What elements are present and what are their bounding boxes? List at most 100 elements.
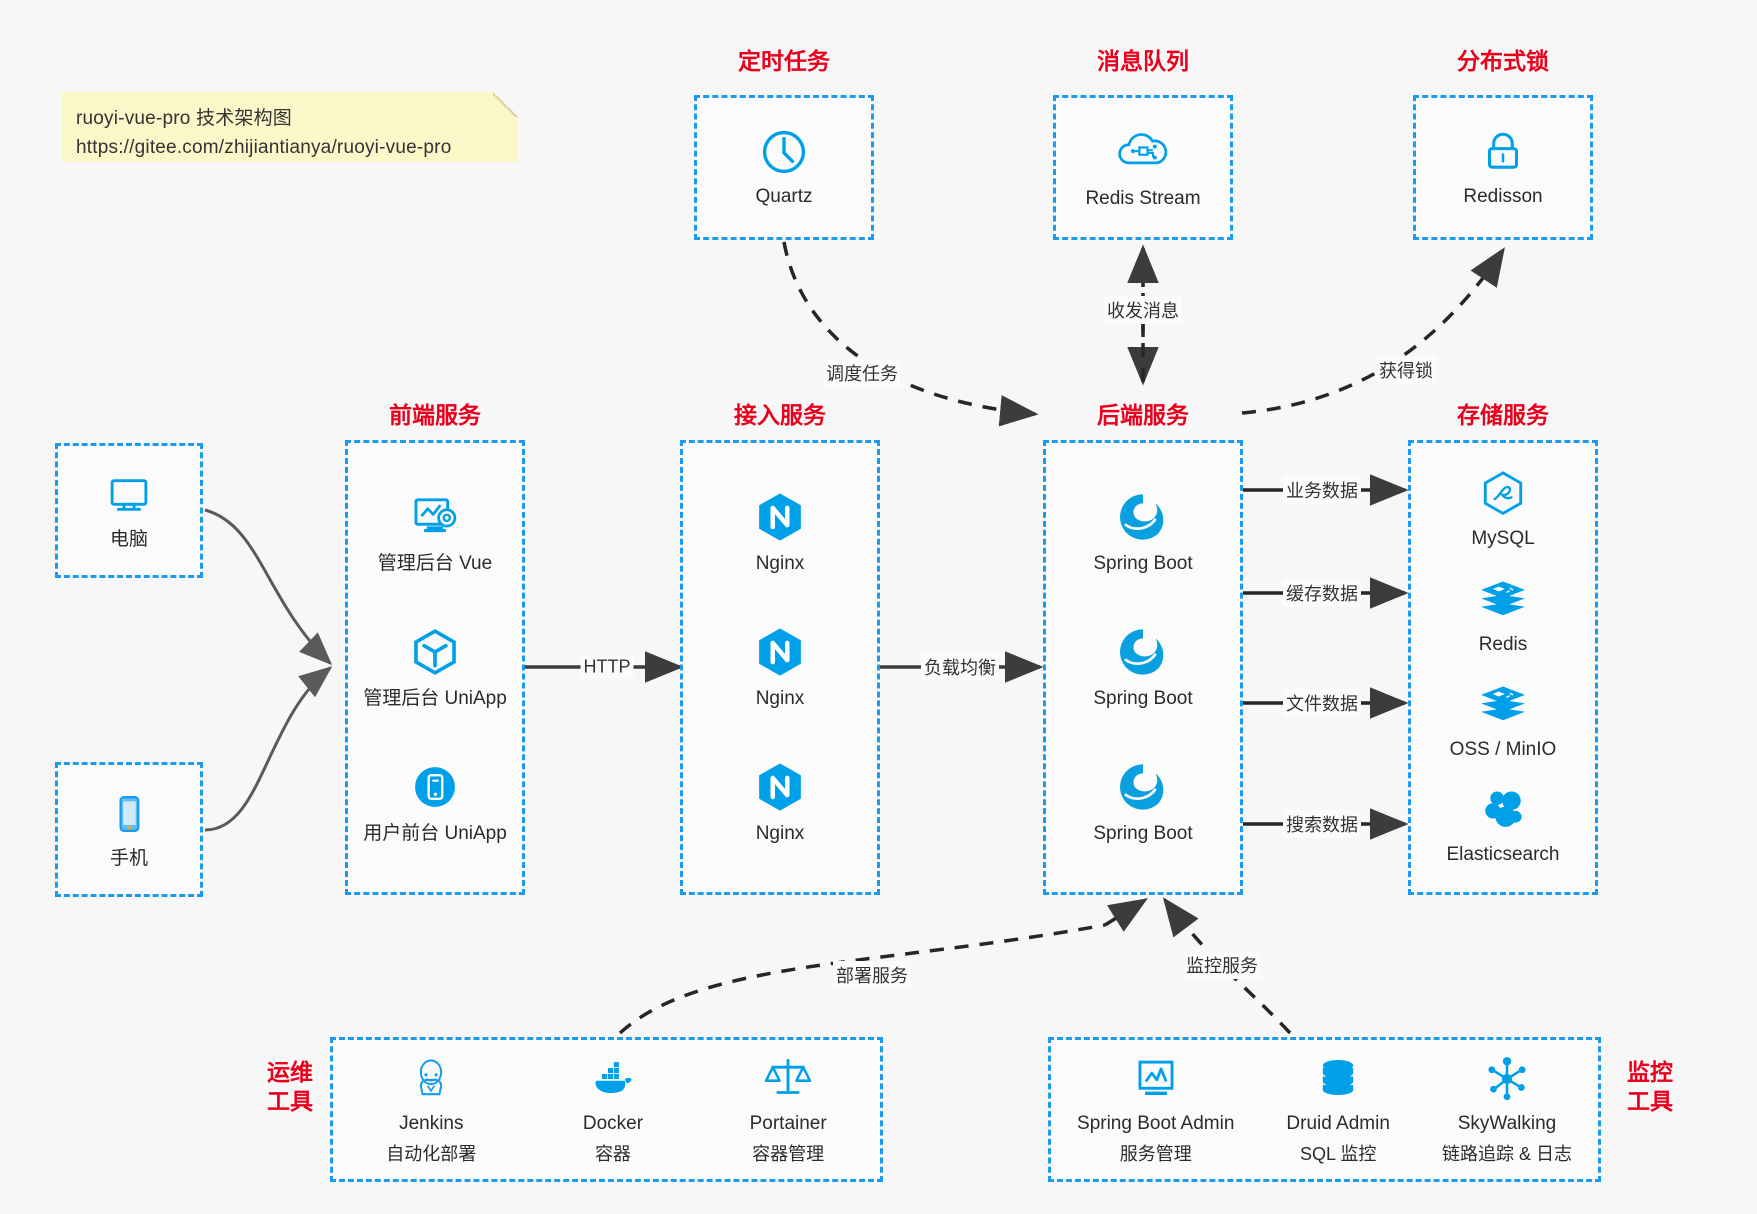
cloud-stream-icon bbox=[1118, 133, 1168, 165]
node-label: Spring Boot bbox=[1093, 553, 1193, 575]
desktop-icon bbox=[110, 479, 148, 511]
edge-label-file-data: 文件数据 bbox=[1283, 689, 1361, 717]
spring-icon bbox=[1120, 629, 1164, 675]
node-admin-uniapp[interactable]: 管理后台 UniApp bbox=[363, 623, 507, 712]
node-label: Spring Boot bbox=[1093, 688, 1193, 710]
node-redisson[interactable]: Redisson bbox=[1463, 125, 1543, 210]
diagram-note: ruoyi-vue-pro 技术架构图 https://gitee.com/zh… bbox=[62, 92, 518, 162]
node-label: 手机 bbox=[109, 848, 148, 870]
group-title-storage: 存储服务 bbox=[1457, 402, 1549, 428]
node-oss-minio[interactable]: OSS / MinIO bbox=[1449, 678, 1557, 763]
group-title-frontend: 前端服务 bbox=[389, 402, 481, 428]
edge-label-biz-data: 业务数据 bbox=[1283, 476, 1361, 504]
node-label: Docker bbox=[582, 1113, 644, 1135]
group-title-monitor-line2: 工具 bbox=[1627, 1087, 1673, 1114]
lock-icon bbox=[1487, 132, 1519, 169]
group-title-mq: 消息队列 bbox=[1097, 48, 1189, 74]
spring-icon bbox=[1120, 494, 1164, 540]
edge-label-get-lock: 获得锁 bbox=[1376, 356, 1436, 384]
group-title-scheduler: 定时任务 bbox=[738, 48, 830, 74]
group-title-lock: 分布式锁 bbox=[1457, 48, 1549, 74]
node-label: Elasticsearch bbox=[1446, 844, 1560, 866]
node-label: Redis Stream bbox=[1085, 188, 1201, 210]
node-sublabel: 容器管理 bbox=[752, 1144, 825, 1165]
node-user-uniapp[interactable]: 用户前台 UniApp bbox=[363, 758, 507, 847]
node-sublabel: 链路追踪 & 日志 bbox=[1441, 1144, 1572, 1165]
node-label: Spring Boot Admin bbox=[1077, 1113, 1235, 1135]
node-label: OSS / MinIO bbox=[1449, 738, 1557, 760]
nginx-icon bbox=[759, 628, 801, 676]
group-gateway: Nginx Nginx Nginx bbox=[680, 440, 880, 895]
node-spring-boot-3[interactable]: Spring Boot bbox=[1093, 758, 1193, 847]
node-label: Spring Boot bbox=[1093, 823, 1193, 845]
node-mysql[interactable]: MySQL bbox=[1471, 467, 1535, 552]
node-elasticsearch[interactable]: Elasticsearch bbox=[1447, 783, 1560, 868]
jenkins-icon bbox=[420, 1059, 443, 1096]
node-admin-vue[interactable]: 管理后台 Vue bbox=[378, 488, 492, 577]
group-title-monitor: 监控 工具 bbox=[1610, 1058, 1690, 1116]
group-client-phone: 手机 bbox=[55, 762, 203, 897]
node-phone[interactable]: 手机 bbox=[102, 787, 156, 872]
node-label: Druid Admin bbox=[1286, 1113, 1390, 1135]
edge-label-search-data: 搜索数据 bbox=[1283, 810, 1361, 838]
node-druid-admin[interactable]: Druid Admin SQL 监控 bbox=[1286, 1052, 1390, 1166]
node-jenkins[interactable]: Jenkins 自动化部署 bbox=[386, 1052, 476, 1166]
node-sublabel: 容器 bbox=[594, 1144, 631, 1165]
group-title-devops-line2: 工具 bbox=[267, 1087, 313, 1114]
node-sublabel: 服务管理 bbox=[1119, 1144, 1192, 1165]
edge-label-load-balance: 负载均衡 bbox=[921, 653, 999, 681]
node-quartz[interactable]: Quartz bbox=[755, 125, 813, 210]
edge-label-mq-message: 收发消息 bbox=[1104, 296, 1182, 324]
group-backend: Spring Boot Spring Boot Spring Boot bbox=[1043, 440, 1243, 895]
spring-icon bbox=[1120, 764, 1164, 810]
node-label: 电脑 bbox=[109, 529, 148, 551]
elasticsearch-icon bbox=[1485, 791, 1522, 827]
node-docker[interactable]: Docker 容器 bbox=[583, 1052, 643, 1166]
node-label: Portainer bbox=[749, 1113, 827, 1135]
node-nginx-2[interactable]: Nginx bbox=[751, 623, 809, 712]
node-skywalking[interactable]: SkyWalking 链路追踪 & 日志 bbox=[1442, 1052, 1572, 1166]
note-line-1: ruoyi-vue-pro 技术架构图 bbox=[76, 108, 293, 129]
node-spring-boot-admin[interactable]: Spring Boot Admin 服务管理 bbox=[1077, 1052, 1234, 1166]
node-label: Redis bbox=[1478, 633, 1528, 655]
group-title-monitor-line1: 监控 bbox=[1627, 1059, 1673, 1085]
group-mq: Redis Stream bbox=[1053, 95, 1233, 240]
group-frontend: 管理后台 Vue 管理后台 UniApp 用户前台 UniApp bbox=[345, 440, 525, 895]
group-devops: Jenkins 自动化部署 Docker 容器 Portainer 容 bbox=[330, 1037, 883, 1182]
group-lock: Redisson bbox=[1413, 95, 1593, 240]
node-redis-stream[interactable]: Redis Stream bbox=[1085, 123, 1201, 212]
node-sublabel: 自动化部署 bbox=[386, 1144, 477, 1165]
node-label: MySQL bbox=[1471, 528, 1535, 550]
node-label: Jenkins bbox=[399, 1113, 464, 1135]
node-label: 管理后台 UniApp bbox=[363, 688, 507, 710]
node-label: Nginx bbox=[755, 553, 805, 575]
group-storage: MySQL Redis OSS / MinIO bbox=[1408, 440, 1598, 895]
note-fold-corner bbox=[493, 92, 518, 117]
node-nginx-3[interactable]: Nginx bbox=[751, 758, 809, 847]
mobile-app-icon bbox=[415, 767, 455, 808]
phone-icon bbox=[119, 796, 140, 833]
node-redis[interactable]: Redis bbox=[1476, 573, 1530, 658]
node-label: Nginx bbox=[755, 823, 805, 845]
node-nginx-1[interactable]: Nginx bbox=[751, 488, 809, 577]
node-spring-boot-2[interactable]: Spring Boot bbox=[1093, 623, 1193, 712]
node-spring-boot-1[interactable]: Spring Boot bbox=[1093, 488, 1193, 577]
node-portainer[interactable]: Portainer 容器管理 bbox=[750, 1052, 827, 1166]
node-computer[interactable]: 电脑 bbox=[102, 468, 156, 553]
node-label: Nginx bbox=[755, 688, 805, 710]
nginx-icon bbox=[759, 763, 801, 811]
group-title-backend: 后端服务 bbox=[1097, 402, 1189, 428]
node-label: Redisson bbox=[1463, 186, 1543, 208]
group-title-devops: 运维 工具 bbox=[255, 1058, 325, 1116]
group-title-gateway: 接入服务 bbox=[734, 402, 826, 428]
edge-label-cache-data: 缓存数据 bbox=[1283, 579, 1361, 607]
redis-icon bbox=[1481, 580, 1525, 615]
edge-label-monitoring: 监控服务 bbox=[1183, 951, 1261, 979]
node-label: Quartz bbox=[755, 186, 813, 208]
group-scheduler: Quartz bbox=[694, 95, 874, 240]
cube-icon bbox=[414, 629, 456, 676]
database-icon bbox=[1322, 1060, 1354, 1096]
edge-label-deploy: 部署服务 bbox=[833, 961, 911, 989]
group-title-devops-line1: 运维 bbox=[267, 1059, 313, 1085]
node-label: 用户前台 UniApp bbox=[363, 823, 507, 845]
